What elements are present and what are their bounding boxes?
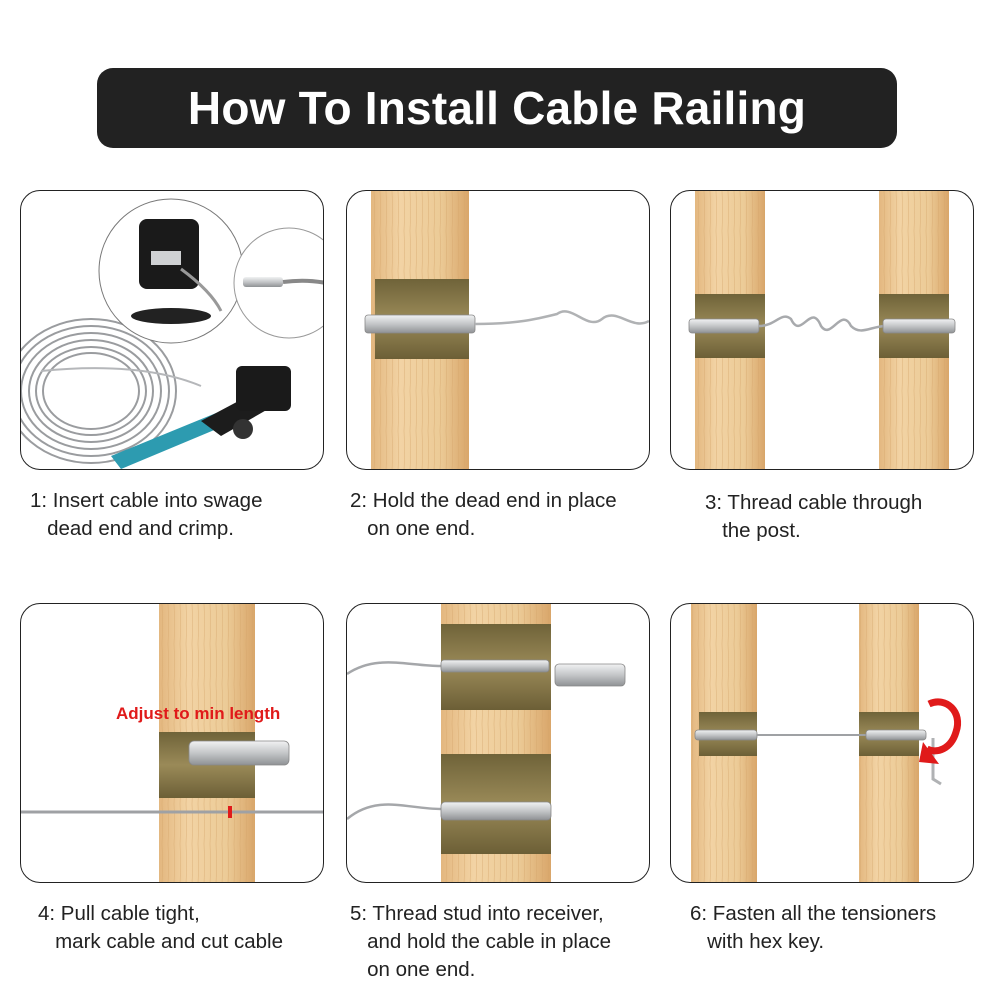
step-1-line-2: dead end and crimp. xyxy=(30,517,234,540)
step-1-panel xyxy=(20,190,324,470)
step-2-line-2: on one end. xyxy=(350,517,476,540)
step-6-line-2: with hex key. xyxy=(690,930,825,953)
adjust-annotation: Adjust to min length xyxy=(116,704,280,723)
step-5-line-1: 5: Thread stud into receiver, xyxy=(350,902,604,925)
step-4-panel: Adjust to min length xyxy=(20,603,324,883)
page-title: How To Install Cable Railing xyxy=(187,82,807,134)
thread-through-post-illustration xyxy=(688,191,956,469)
step-3-panel xyxy=(670,190,974,470)
mark-and-cut-illustration: Adjust to min length xyxy=(21,604,323,882)
stud-receiver-illustration xyxy=(347,604,626,882)
swage-tool-illustration xyxy=(21,198,323,469)
step-4-line-1: 4: Pull cable tight, xyxy=(38,902,200,925)
step-6-caption: 6: Fasten all the tensioners with hex ke… xyxy=(690,900,936,956)
dead-end-post-illustration xyxy=(364,191,649,469)
title-banner: How To Install Cable Railing xyxy=(97,68,897,148)
hex-key-tension-illustration xyxy=(691,604,962,882)
step-2-panel xyxy=(346,190,650,470)
step-3-line-2: the post. xyxy=(705,519,801,542)
step-5-line-2: and hold the cable in place xyxy=(350,930,611,953)
step-2-caption: 2: Hold the dead end in place on one end… xyxy=(350,487,617,543)
step-6-panel xyxy=(670,603,974,883)
step-5-caption: 5: Thread stud into receiver, and hold t… xyxy=(350,900,611,984)
step-1-caption: 1: Insert cable into swage dead end and … xyxy=(30,487,262,543)
step-4-line-2: mark cable and cut cable xyxy=(38,930,283,953)
step-4-caption: 4: Pull cable tight, mark cable and cut … xyxy=(38,900,283,956)
step-2-line-1: 2: Hold the dead end in place xyxy=(350,489,617,512)
step-1-line-1: 1: Insert cable into swage xyxy=(30,489,263,512)
step-6-line-1: 6: Fasten all the tensioners xyxy=(690,902,937,925)
step-3-caption: 3: Thread cable through the post. xyxy=(705,489,922,545)
step-5-line-3: on one end. xyxy=(350,958,476,981)
step-3-line-1: 3: Thread cable through xyxy=(705,491,923,514)
step-5-panel xyxy=(346,603,650,883)
